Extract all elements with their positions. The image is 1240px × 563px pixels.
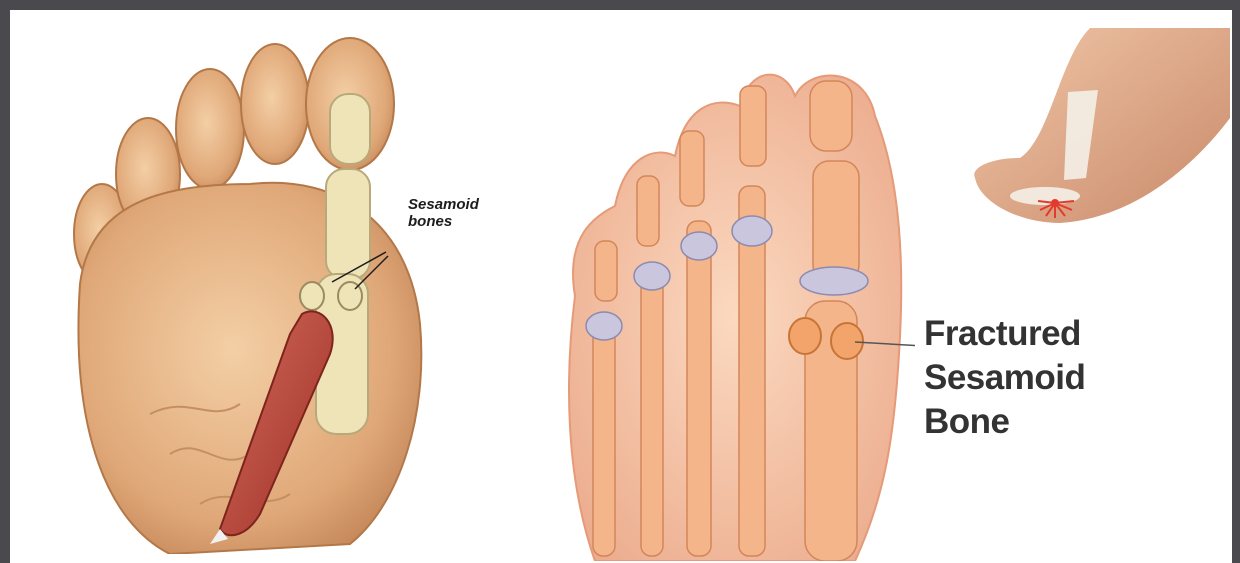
image-canvas: Sesamoid bones <box>10 10 1232 563</box>
fractured-label-line-2: Sesamoid <box>924 356 1124 400</box>
foot-sole-svg <box>50 34 450 554</box>
foot-bones-xray-illustration <box>555 36 915 561</box>
foot-photo-svg <box>960 18 1230 228</box>
fractured-sesamoid-label: Fractured Sesamoid Bone <box>924 312 1124 444</box>
fractured-label-line-1: Fractured <box>924 312 1124 356</box>
foot-photo-pain-marker <box>960 18 1230 228</box>
sesamoid-bones-label: Sesamoid bones <box>408 196 518 230</box>
sesamoid-bones-label-line-2: bones <box>408 213 518 230</box>
foot-xray-svg <box>555 36 915 561</box>
fractured-label-line-3: Bone <box>924 400 1124 444</box>
foot-sole-anatomy-illustration <box>50 34 450 554</box>
sesamoid-bones-label-line-1: Sesamoid <box>408 196 518 213</box>
